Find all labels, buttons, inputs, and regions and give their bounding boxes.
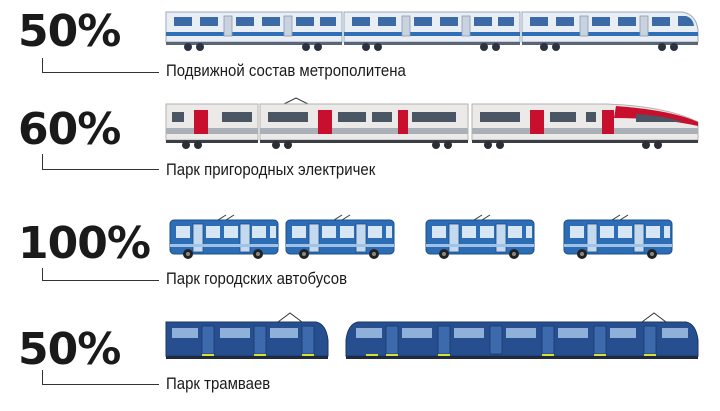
trams-bracket xyxy=(42,370,159,385)
row-trams: 50% Парк трамваев xyxy=(0,310,720,411)
suburban-percent: 60% xyxy=(18,104,121,155)
suburban-train-illustration xyxy=(165,97,699,149)
buses-illustration xyxy=(169,214,673,260)
metro-bracket xyxy=(42,58,159,73)
trams-percent: 50% xyxy=(18,324,121,375)
buses-bracket xyxy=(42,268,159,281)
trams-illustration xyxy=(165,312,699,359)
trams-label: Парк трамваев xyxy=(166,374,271,393)
row-suburban: 60% Парк пригородных электричек xyxy=(0,92,720,192)
suburban-bracket xyxy=(42,154,159,170)
row-buses: 100% Парк городских автобусов xyxy=(0,210,720,300)
buses-percent: 100% xyxy=(18,218,151,269)
metro-train-illustration xyxy=(165,11,699,51)
row-metro: 50% Подвижной состав метрополитена xyxy=(0,0,720,90)
buses-label: Парк городских автобусов xyxy=(166,269,348,288)
metro-percent: 50% xyxy=(18,6,121,57)
metro-label: Подвижной состав метрополитена xyxy=(166,61,406,80)
suburban-label: Парк пригородных электричек xyxy=(166,160,376,179)
